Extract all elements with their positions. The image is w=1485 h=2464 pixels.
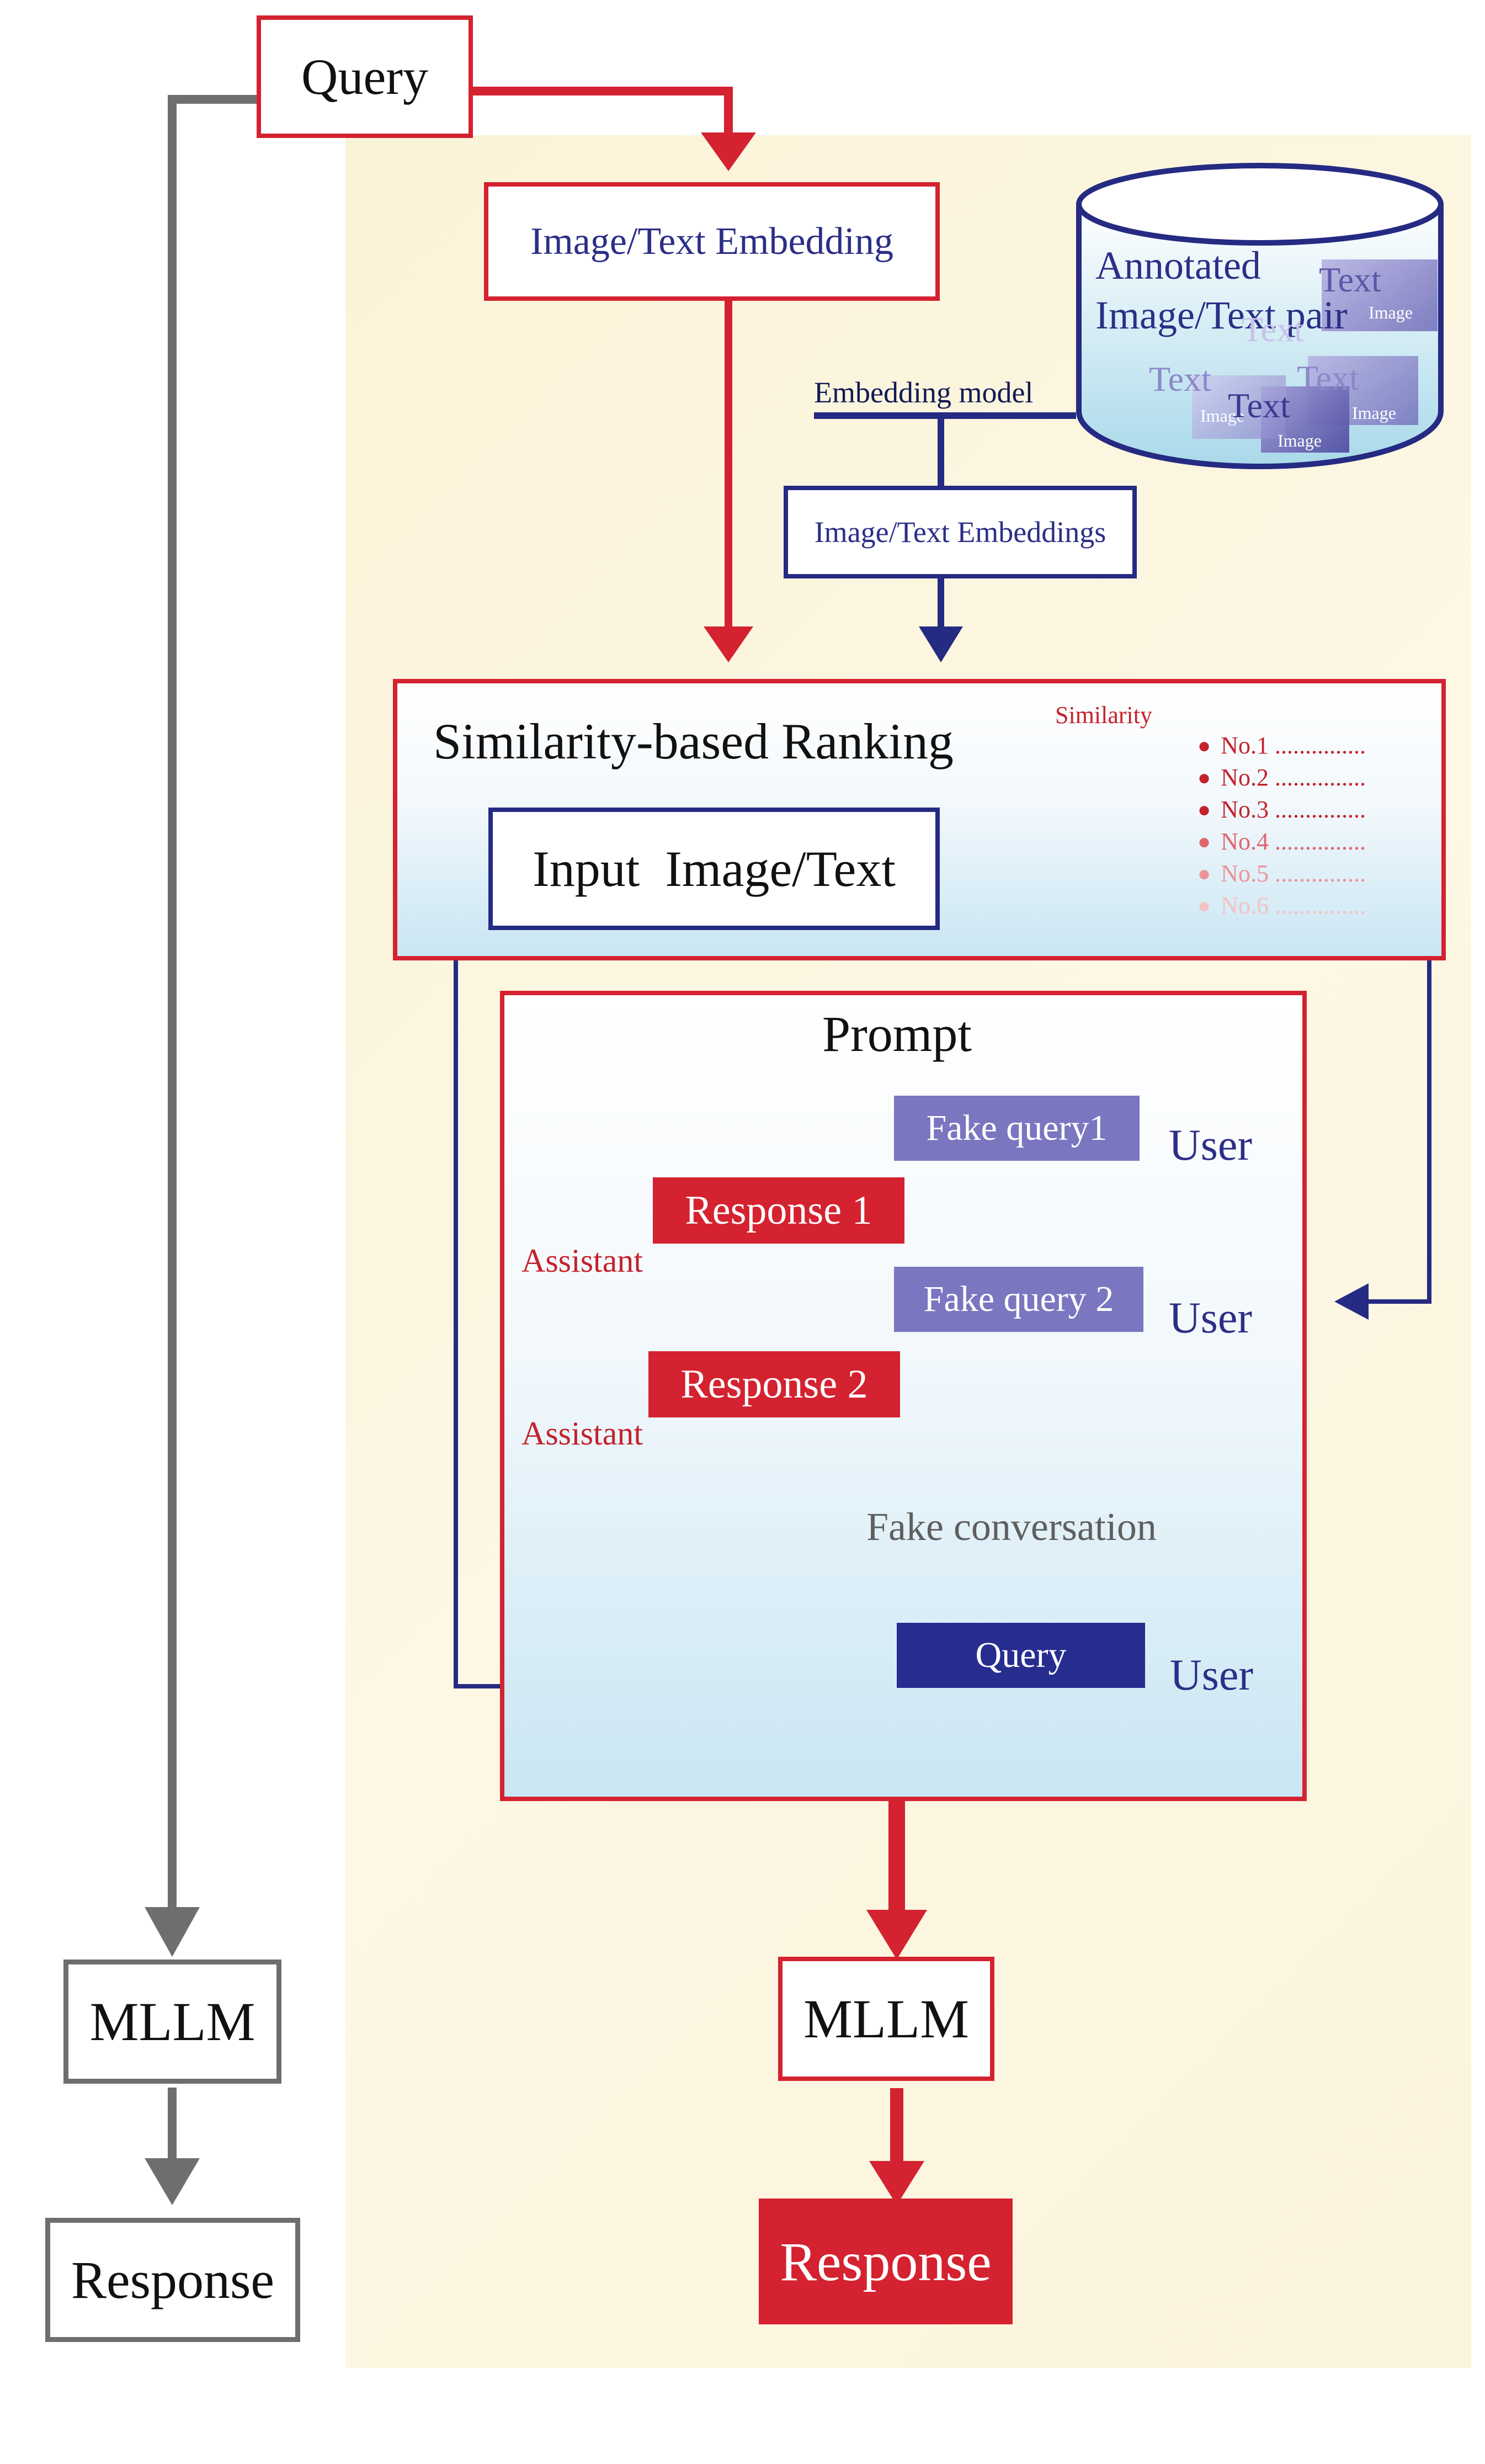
user-label-1: User (1169, 1121, 1253, 1170)
assistant-label-2: Assistant (521, 1415, 643, 1452)
rank-item-label: No.5 ............... (1221, 860, 1366, 887)
rank-dot-icon: ● (1197, 829, 1211, 854)
fake-query1-bubble: Fake query1 (894, 1096, 1140, 1161)
left-path-line (168, 95, 259, 1915)
rank-item-5: ● No.5 ............... (1197, 859, 1366, 888)
arrow-to-embedding (701, 132, 756, 171)
user-label-2: User (1169, 1294, 1253, 1342)
fake-query2-bubble: Fake query 2 (894, 1267, 1143, 1332)
db-card-4 (1192, 375, 1286, 439)
left-arrow-to-response (145, 2158, 200, 2205)
right-mllm-box: MLLM (778, 1957, 994, 2081)
rank-item-label: No.3 ............... (1221, 796, 1366, 823)
cylinder-top (1076, 163, 1444, 246)
db-card-image-5: Image (1278, 431, 1322, 450)
left-response-box: Response (45, 2218, 300, 2342)
response2-bubble: Response 2 (648, 1351, 900, 1417)
response1-bubble: Response 1 (653, 1177, 904, 1244)
rank-item-3: ● No.3 ............... (1197, 795, 1366, 824)
image-text-embeddings-box: Image/Text Embeddings (784, 486, 1137, 578)
assistant-label-1: Assistant (521, 1242, 643, 1279)
db-card-text-1: Text (1319, 260, 1381, 299)
db-card-text-2: Text (1242, 310, 1304, 349)
rank-dot-icon: ● (1197, 861, 1211, 886)
db-title-line2: Image/Text pair (1095, 293, 1348, 337)
rank-item-label: No.6 ............... (1221, 892, 1366, 919)
rank-item-label: No.1 ............... (1221, 732, 1366, 759)
left-arrow-to-mllm (145, 1907, 200, 1957)
prompt-title: Prompt (822, 1006, 972, 1062)
db-card-image-1: Image (1369, 302, 1413, 322)
db-card-image-4: Image (1352, 403, 1396, 423)
fake-conversation-label: Fake conversation (866, 1505, 1157, 1549)
rank-item-label: No.4 ............... (1221, 828, 1366, 855)
rank-item-2: ● No.2 ............... (1197, 763, 1366, 792)
db-card-text-4: Text (1297, 358, 1359, 397)
arrow-to-ranking-red (704, 626, 753, 662)
rank-item-1: ● No.1 ............... (1197, 731, 1366, 760)
left-mllm-box: MLLM (63, 1959, 281, 2084)
prompt-query-bubble: Query (897, 1623, 1145, 1688)
arrow-to-right-mllm (866, 1910, 927, 1959)
db-title-line1: Annotated (1095, 243, 1261, 288)
db-card-image-3: Image (1200, 406, 1244, 426)
rank-item-4: ● No.4 ............... (1197, 827, 1366, 856)
rank-dot-icon: ● (1197, 893, 1211, 918)
arrow-to-prompt-fake (1334, 1283, 1369, 1320)
query-to-embedding-line (472, 87, 733, 138)
embedding-model-label: Embedding model (814, 376, 1034, 409)
right-response-box: Response (759, 2199, 1013, 2324)
db-card-1 (1322, 259, 1438, 331)
rank-item-label: No.2 ............... (1221, 764, 1366, 791)
arrow-to-right-response (869, 2161, 924, 2205)
rank-dot-icon: ● (1197, 797, 1211, 822)
rank-item-6: ● No.6 ............... (1197, 891, 1366, 920)
rank-dot-icon: ● (1197, 733, 1211, 758)
image-text-embedding-box: Image/Text Embedding (484, 182, 940, 301)
db-card-text-3: Text (1149, 359, 1211, 399)
db-card-text-5: Text (1228, 386, 1290, 425)
similarity-label: Similarity (1055, 702, 1152, 729)
arrow-to-ranking-navy (919, 626, 963, 662)
user-label-3: User (1170, 1651, 1254, 1700)
ranking-title: Similarity-based Ranking (433, 713, 954, 769)
rank-dot-icon: ● (1197, 765, 1211, 790)
top-query-box: Query (257, 15, 473, 138)
input-image-text-box: Input Image/Text (488, 808, 940, 930)
